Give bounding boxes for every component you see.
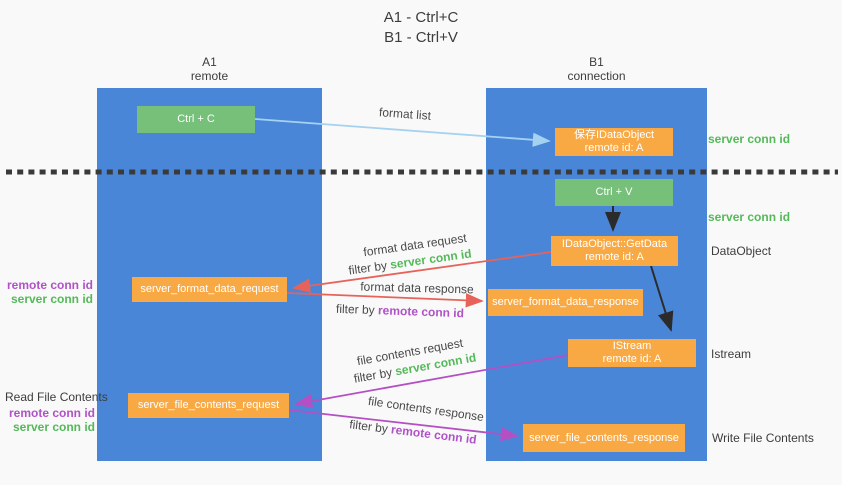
node-ctrl-c: Ctrl + C	[137, 106, 255, 133]
label-filter-by-remote-conn-id-1: filter by remote conn id	[325, 301, 475, 320]
side-label-server-conn-id-4: server conn id	[12, 420, 95, 434]
title-line-b1: B1 - Ctrl+V	[384, 29, 458, 46]
node-save-idataobject-title: 保存IDataObject	[573, 129, 655, 141]
node-istream: IStream remote id: A	[568, 339, 696, 367]
label-format-data-response: format data response	[360, 279, 474, 297]
side-label-conn-id-pair-1: remote conn id server conn id	[0, 278, 93, 306]
side-label-remote-conn-id-1: remote conn id	[6, 278, 93, 292]
lane-header-a1: A1 remote	[97, 55, 322, 83]
side-label-remote-conn-id-2: remote conn id	[8, 406, 95, 420]
lane-a1-role: remote	[190, 69, 229, 83]
side-label-write-file-contents: Write File Contents	[712, 431, 814, 445]
filter-by-text: filter by	[335, 301, 379, 318]
side-label-read-file-contents: Read File Contents	[5, 390, 108, 404]
node-idataobject-getdata: IDataObject::GetData remote id: A	[551, 236, 678, 266]
side-label-server-conn-id-3: server conn id	[10, 292, 93, 306]
node-server-file-contents-request: server_file_contents_request	[128, 393, 289, 418]
filter-by-text: filter by	[347, 257, 392, 278]
side-label-server-conn-id-1: server conn id	[708, 132, 791, 146]
node-save-idataobject: 保存IDataObject remote id: A	[555, 128, 673, 156]
lane-b1-name: B1	[589, 55, 604, 69]
node-server-file-contents-response: server_file_contents_response	[523, 424, 685, 452]
node-server-format-data-response: server_format_data_response	[488, 289, 643, 316]
lane-a1-name: A1	[202, 55, 217, 69]
side-label-istream: Istream	[711, 347, 752, 361]
lane-b1-role: connection	[567, 69, 626, 83]
node-server-format-data-request: server_format_data_request	[132, 277, 287, 302]
side-label-conn-id-pair-2: remote conn id server conn id	[0, 406, 95, 434]
node-getdata-title: IDataObject::GetData	[561, 238, 668, 250]
title-line-a1: A1 - Ctrl+C	[383, 9, 459, 26]
diagram-title: A1 - Ctrl+C B1 - Ctrl+V	[0, 8, 842, 48]
node-getdata-remote-id: remote id: A	[585, 251, 644, 263]
side-label-server-conn-id-2: server conn id	[708, 210, 791, 224]
filter-by-text: filter by	[348, 417, 393, 437]
node-save-idataobject-remote-id: remote id: A	[584, 142, 644, 154]
side-label-dataobject: DataObject	[711, 244, 772, 258]
node-istream-title: IStream	[612, 340, 652, 352]
remote-conn-id-text: remote conn id	[390, 422, 478, 447]
node-istream-remote-id: remote id: A	[602, 353, 662, 365]
lane-header-b1: B1 connection	[486, 55, 707, 83]
node-ctrl-v: Ctrl + V	[555, 179, 673, 206]
remote-conn-id-text: remote conn id	[377, 303, 465, 321]
label-format-list: format list	[378, 105, 432, 123]
